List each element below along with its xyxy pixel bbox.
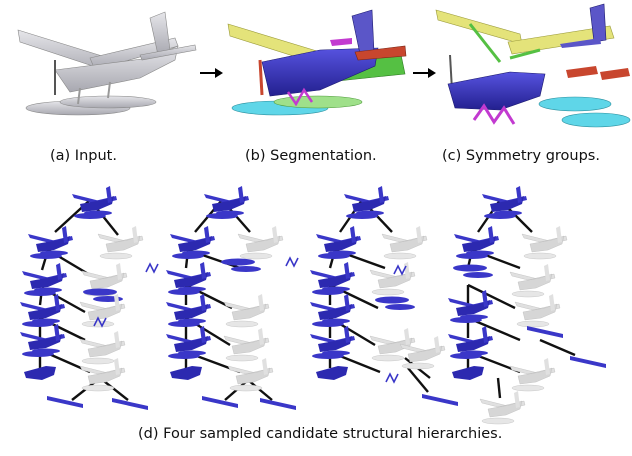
caption-d: (d) Four sampled candidate structural hi… [138,426,503,442]
caption-b: (b) Segmentation. [245,148,377,164]
caption-a: (a) Input. [50,148,117,164]
hierarchy-3-nodes [310,186,458,406]
symmetry-groups [435,3,631,128]
hierarchy-4-nodes [448,186,606,425]
arrow-a-to-b [200,68,223,78]
input-plane [17,11,197,116]
caption-c: (c) Symmetry groups. [442,148,600,164]
arrow-b-to-c [413,68,436,78]
segmented-plane [227,9,407,116]
top-row-figure [17,3,631,128]
